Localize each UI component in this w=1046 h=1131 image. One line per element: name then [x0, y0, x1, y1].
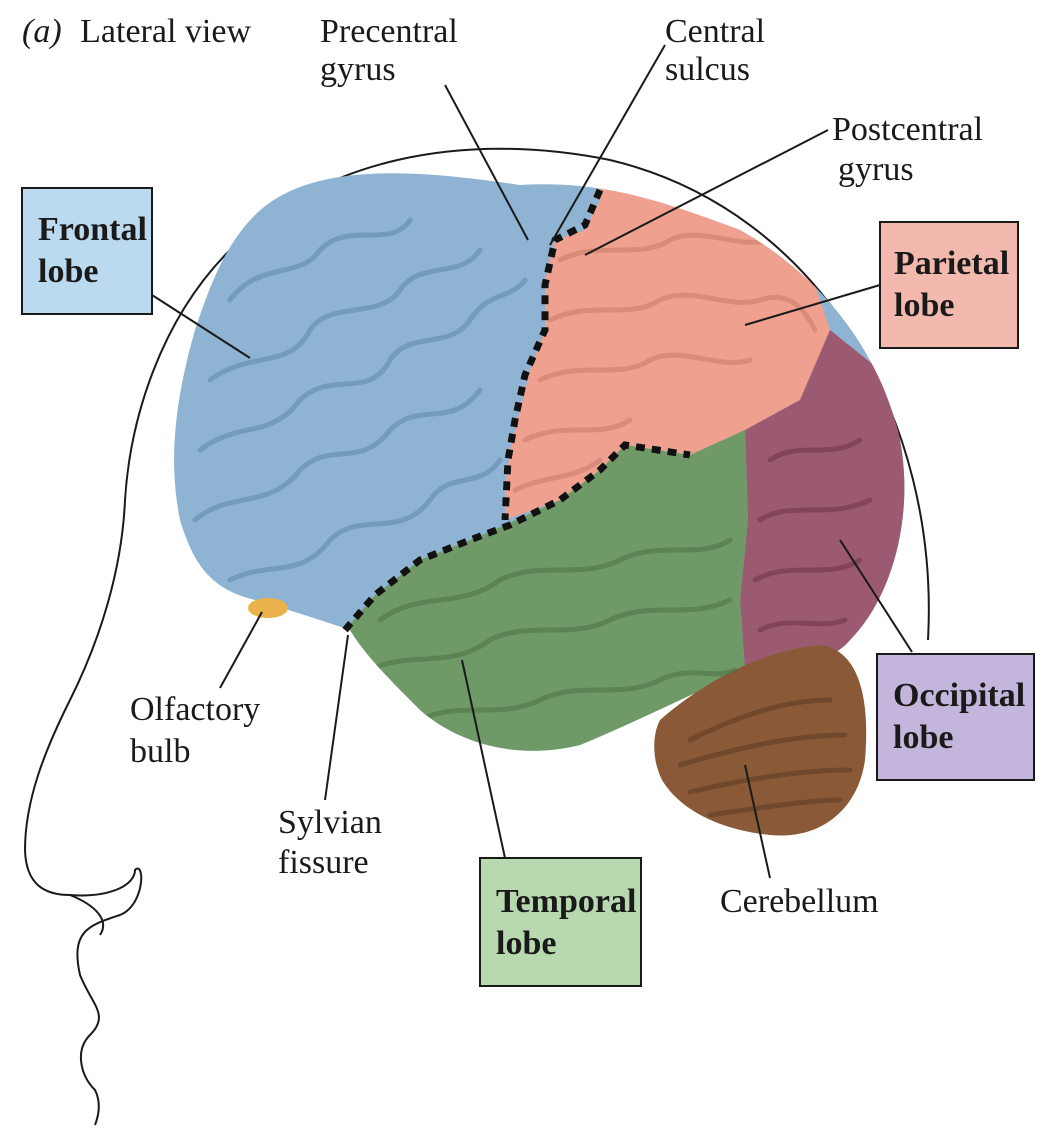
view-title: (a) Lateral view — [22, 13, 251, 50]
frontal-lobe-callout: Frontal lobe — [22, 188, 155, 314]
parietal-lobe-callout: Parietal lobe — [880, 222, 1018, 348]
label-cerebellum: Cerebellum — [720, 883, 879, 920]
temporal-lobe-callout: Temporal lobe — [480, 858, 645, 986]
leader-sylvian-fissure — [325, 635, 348, 800]
label-precentral-gyrus: Precentral gyrus — [320, 13, 466, 88]
leader-olfactory-bulb — [220, 612, 262, 688]
olfactory-bulb-region — [248, 598, 288, 618]
label-central-sulcus: Central sulcus — [665, 13, 774, 88]
label-sylvian-fissure: Sylvian fissure — [278, 804, 390, 881]
label-olfactory-bulb: Olfactory bulb — [130, 691, 269, 770]
occipital-lobe-callout: Occipital lobe — [877, 654, 1034, 780]
label-postcentral-gyrus: Postcentral gyrus — [832, 111, 992, 188]
